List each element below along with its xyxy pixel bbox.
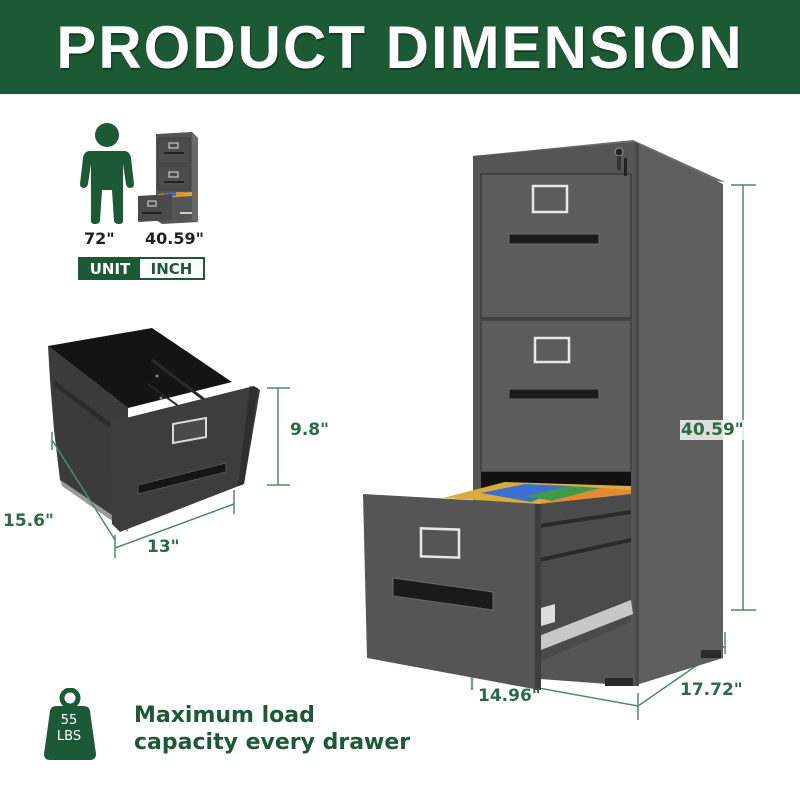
weight-icon [44,688,96,760]
unit-value: INCH [150,259,193,278]
drawer-height-label: 9.8" [290,420,329,440]
drawer-depth-label: 15.6" [3,511,54,531]
cabinet-depth-label: 17.72" [680,680,743,700]
cabinet-height-label-small: 40.59" [145,229,204,248]
drawer-width-label: 13" [147,537,180,557]
file-cabinet-icon [138,132,198,224]
weight-badge: 55 LBS [47,713,91,745]
cabinet-height-label: 40.59" [680,420,745,440]
load-capacity-line2: capacity every drawer [134,730,411,755]
drawer-illustration [48,328,260,532]
load-capacity-line1: Maximum load [134,703,315,728]
person-height-label: 72" [84,229,115,248]
unit-badge: UNIT INCH [78,257,205,280]
page-title: PRODUCT DIMENSION [56,13,744,81]
load-capacity-text: Maximum load capacity every drawer [134,702,410,756]
file-cabinet-illustration [363,140,725,690]
unit-label: UNIT [80,259,140,278]
weight-value: 55 [60,713,78,728]
person-icon [80,123,134,224]
header-banner: PRODUCT DIMENSION [0,0,800,94]
weight-unit: LBS [56,729,82,744]
cabinet-width-label: 14.96" [478,686,541,706]
